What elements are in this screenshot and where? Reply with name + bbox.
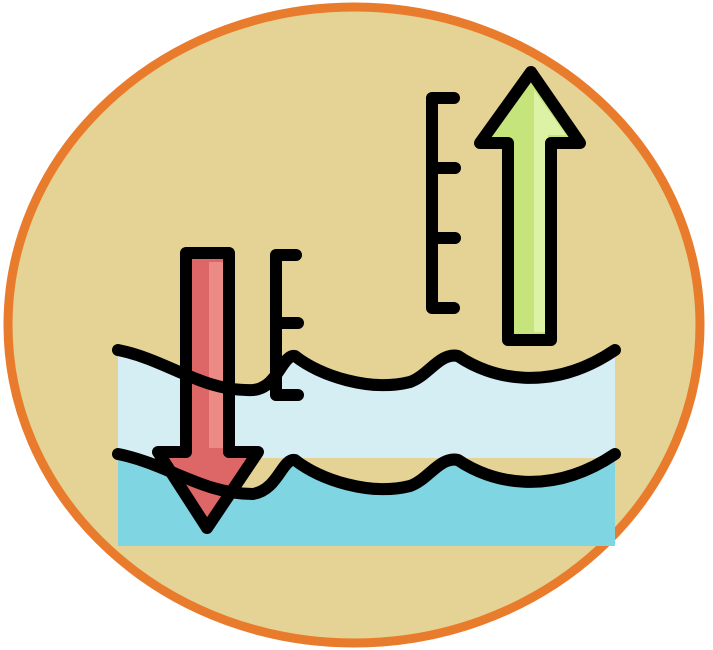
circular-badge [3,2,705,648]
up-arrow-outline [474,66,586,346]
up-arrow-highlight [534,90,566,332]
shallow-water-band [118,352,615,458]
lower-wave-line [112,448,621,500]
upper-wave-line [112,344,621,397]
sea-level-rising-arrow [474,66,586,346]
small-measuring-scale [270,249,304,401]
down-arrow-highlight [209,262,225,448]
tall-measuring-scale [426,92,461,314]
